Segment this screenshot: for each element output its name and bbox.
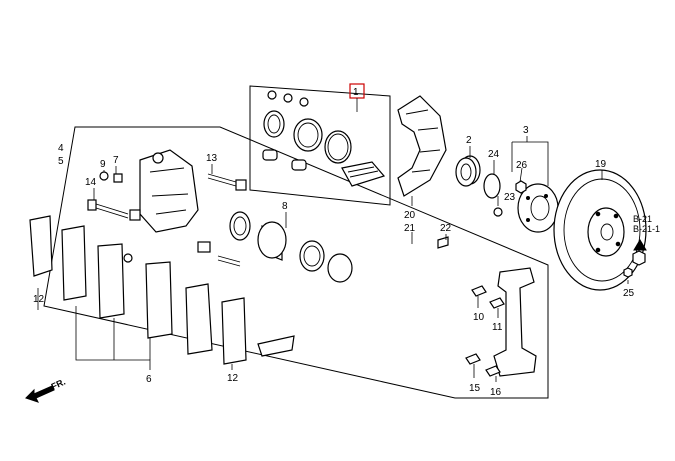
pad-shim-outer bbox=[29, 215, 53, 277]
bracket-bolt bbox=[437, 236, 449, 249]
callout-3: 3 bbox=[523, 125, 529, 136]
callout-22: 22 bbox=[440, 223, 452, 234]
seal-kit bbox=[262, 90, 386, 187]
hub-bearing bbox=[455, 155, 481, 187]
reference-arrow-icon bbox=[633, 239, 647, 251]
disc-screw bbox=[632, 250, 646, 266]
pad-shim-inner-b bbox=[221, 297, 247, 365]
brake-pad-outer bbox=[61, 225, 87, 301]
callout-14: 14 bbox=[85, 177, 97, 188]
reference-b21: B-21 bbox=[633, 214, 652, 224]
pad-retainer bbox=[257, 335, 295, 357]
reference-b21-1: B-21-1 bbox=[633, 224, 660, 234]
hub-bolt bbox=[493, 207, 503, 217]
piston bbox=[257, 221, 287, 261]
piston-seal bbox=[229, 211, 251, 241]
hub-nut bbox=[515, 180, 527, 194]
callout-7: 7 bbox=[113, 155, 119, 166]
callout-2: 2 bbox=[466, 135, 472, 146]
boot-ring bbox=[327, 253, 353, 283]
leader-lines bbox=[37, 98, 629, 382]
caliper-body bbox=[139, 149, 199, 233]
guide-pin bbox=[207, 173, 247, 191]
guide-pin-lower bbox=[197, 241, 241, 267]
front-direction-arrow-icon bbox=[25, 385, 55, 403]
caliper-kit-frame bbox=[249, 85, 391, 206]
callout-24: 24 bbox=[488, 149, 500, 160]
disc-screw-small bbox=[623, 267, 633, 278]
pad-clip bbox=[123, 253, 133, 263]
callout-12-right: 12 bbox=[227, 373, 239, 384]
pad-shim-inner bbox=[185, 283, 213, 355]
caliper-bolt-long bbox=[87, 199, 129, 219]
callout-25: 25 bbox=[623, 288, 635, 299]
callout-9: 9 bbox=[100, 159, 106, 170]
splash-shield bbox=[397, 95, 447, 197]
callout-11: 11 bbox=[492, 322, 503, 333]
caliper-bracket bbox=[493, 267, 537, 377]
callout-labels: 1 2 3 4 5 6 7 8 9 10 11 12 12 13 14 15 1… bbox=[33, 87, 635, 398]
callout-1: 1 bbox=[353, 87, 359, 98]
callout-15: 15 bbox=[469, 383, 481, 394]
callout-20: 20 bbox=[404, 210, 416, 221]
brake-disc bbox=[553, 169, 647, 291]
brake-pad-inner bbox=[145, 261, 173, 339]
brake-pad-wear bbox=[97, 243, 125, 319]
pad-clip-lower-b bbox=[485, 365, 501, 377]
callout-8: 8 bbox=[282, 201, 288, 212]
piston-boot bbox=[299, 240, 325, 272]
pad-clip-upper bbox=[471, 285, 487, 297]
callout-12-left: 12 bbox=[33, 294, 45, 305]
pad-clip-upper-b bbox=[489, 297, 505, 309]
circlip bbox=[483, 173, 501, 199]
callout-4: 4 bbox=[58, 143, 64, 154]
callout-23: 23 bbox=[504, 192, 516, 203]
callout-19: 19 bbox=[595, 159, 607, 170]
callout-5: 5 bbox=[58, 156, 64, 167]
bolt-washer bbox=[129, 209, 141, 221]
front-direction-label: FR. bbox=[50, 377, 67, 392]
callout-13: 13 bbox=[206, 153, 218, 164]
callout-6: 6 bbox=[146, 374, 152, 385]
callout-26: 26 bbox=[516, 160, 528, 171]
callout-10: 10 bbox=[473, 312, 485, 323]
main-assembly-frame bbox=[43, 126, 549, 399]
bleeder-cap bbox=[99, 171, 109, 181]
callout-21: 21 bbox=[404, 223, 416, 234]
bleeder-screw bbox=[113, 173, 123, 183]
pad-clip-lower bbox=[465, 353, 481, 365]
callout-16: 16 bbox=[490, 387, 502, 398]
